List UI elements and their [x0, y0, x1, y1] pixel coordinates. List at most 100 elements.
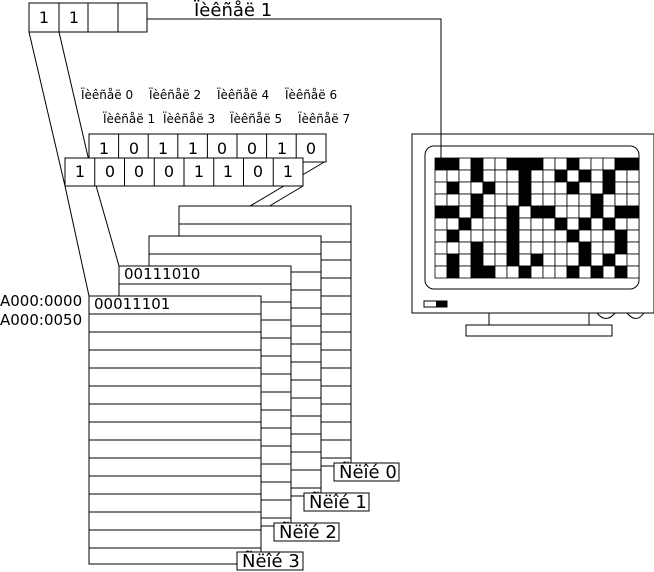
screen-pixel	[590, 241, 604, 255]
knob-left	[596, 312, 616, 319]
screen-pixel	[626, 241, 640, 255]
top-bit-1: 1	[69, 8, 79, 27]
screen-pixel	[518, 169, 532, 183]
top-pixel-box: 1 1	[28, 2, 148, 33]
screen-pixel	[494, 265, 508, 279]
screen-pixel	[494, 157, 508, 171]
screen-pixel	[542, 253, 556, 267]
screen-pixel	[590, 217, 604, 231]
screen-pixel	[530, 181, 544, 195]
screen-pixel	[554, 169, 568, 183]
memory-planes	[88, 205, 352, 565]
screen-pixel	[518, 205, 532, 219]
screen-pixel	[446, 181, 460, 195]
knob-right	[626, 312, 645, 319]
plane-1-label-box: Ñëîé 1	[303, 491, 370, 513]
byte-back-bit-5: 0	[247, 139, 257, 158]
pixel-label-4: Ïèêñåë 4	[217, 87, 269, 102]
screen-pixel	[530, 157, 544, 171]
screen-pixel	[530, 229, 544, 243]
byte-front: 1 0 0 0 1 1 0 1	[64, 157, 304, 187]
address-1: A000:0050	[0, 311, 82, 329]
screen-pixel	[446, 157, 460, 171]
screen-pixel	[626, 169, 640, 183]
screen-pixel	[626, 181, 640, 195]
screen-pixel	[602, 205, 616, 219]
screen-pixel	[530, 241, 544, 255]
screen-pixel	[458, 253, 472, 267]
screen-pixel	[554, 181, 568, 195]
byte-front-bit-2: 0	[134, 162, 144, 181]
byte-front-bit-5: 1	[223, 162, 233, 181]
screen-pixel	[614, 217, 628, 231]
byte-back-bit-3: 1	[188, 139, 198, 158]
byte-front-bit-0: 1	[75, 162, 85, 181]
byte-back-bit-0: 1	[99, 139, 109, 158]
screen-pixel	[590, 181, 604, 195]
screen-pixel	[458, 241, 472, 255]
address-0: A000:0000	[0, 292, 82, 310]
screen-pixel	[470, 229, 484, 243]
screen-pixel	[626, 229, 640, 243]
screen-pixel	[554, 241, 568, 255]
byte-back-bit-1: 0	[129, 139, 139, 158]
pixel-label-1: Ïèêñåë 1	[103, 111, 155, 126]
screen-pixel	[602, 241, 616, 255]
screen-pixel	[566, 241, 580, 255]
screen-pixel	[602, 253, 616, 267]
pixel-to-screen-connector	[147, 18, 442, 160]
screen-pixel	[482, 205, 496, 219]
screen-pixel	[530, 193, 544, 207]
screen-pixel	[602, 217, 616, 231]
screen-pixel	[518, 241, 532, 255]
screen-pixel	[506, 265, 520, 279]
screen-pixel	[446, 253, 460, 267]
screen-pixel	[482, 253, 496, 267]
monitor-base	[465, 324, 613, 337]
screen-pixel	[626, 253, 640, 267]
screen-pixel	[518, 229, 532, 243]
screen-pixel	[470, 193, 484, 207]
screen-pixel	[590, 169, 604, 183]
screen-pixel	[470, 217, 484, 231]
screen-pixel	[626, 217, 640, 231]
screen-pixel	[590, 193, 604, 207]
screen-pixel	[494, 193, 508, 207]
byte-back-bit-6: 1	[277, 139, 287, 158]
screen-pixel	[614, 205, 628, 219]
screen-pixel	[578, 181, 592, 195]
screen-pixel	[566, 157, 580, 171]
screen-pixel	[614, 265, 628, 279]
plane-3-label-box: Ñëîé 3	[236, 550, 304, 572]
screen-pixel	[614, 229, 628, 243]
screen-pixel	[566, 265, 580, 279]
screen-pixel	[578, 241, 592, 255]
screen-pixel	[614, 253, 628, 267]
screen-pixel	[614, 157, 628, 171]
screen-pixel	[434, 229, 448, 243]
screen-pixel	[554, 229, 568, 243]
screen-pixel	[470, 265, 484, 279]
pixel-label-3: Ïèêñåë 3	[163, 111, 215, 126]
screen-pixel	[482, 241, 496, 255]
screen-pixel	[458, 169, 472, 183]
screen-pixel	[470, 205, 484, 219]
screen-pixel	[578, 229, 592, 243]
screen-pixel	[506, 169, 520, 183]
screen-pixel	[566, 205, 580, 219]
pixel-label-6: Ïèêñåë 6	[285, 87, 337, 102]
screen-pixel	[482, 265, 496, 279]
screen-pixel	[614, 193, 628, 207]
screen-pixel	[530, 217, 544, 231]
plane-2-label: Ñëîé 2	[279, 521, 337, 543]
screen-pixel	[530, 169, 544, 183]
screen-pixel	[470, 253, 484, 267]
screen-pixel	[494, 181, 508, 195]
screen-pixel	[566, 181, 580, 195]
screen-pixel	[578, 253, 592, 267]
screen-pixel	[506, 181, 520, 195]
screen-pixel	[614, 169, 628, 183]
pixel-label-7: Ïèêñåë 7	[298, 111, 350, 126]
plane-0-label: Ñëîé 0	[339, 461, 397, 483]
screen-pixel	[458, 181, 472, 195]
